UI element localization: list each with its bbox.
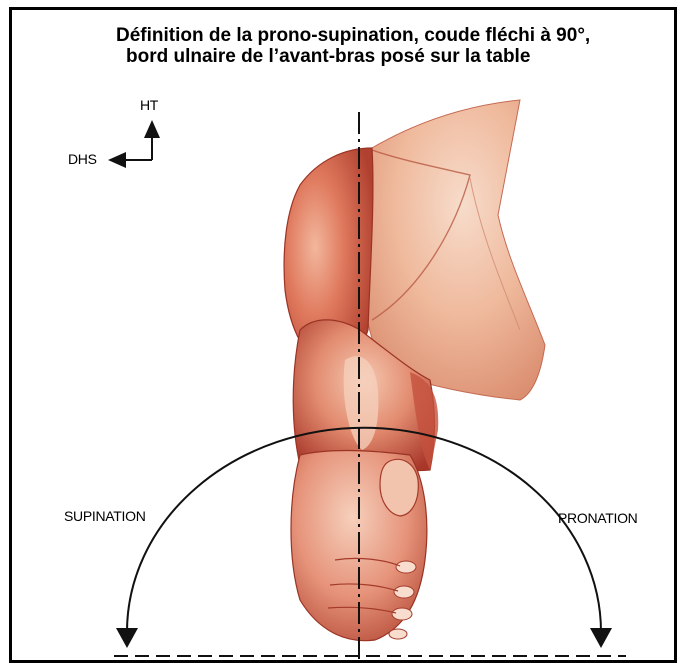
fingernail-1 xyxy=(396,561,416,573)
orientation-left-label: DHS xyxy=(68,151,97,167)
fingernail-3 xyxy=(392,608,412,620)
supination-label: SUPINATION xyxy=(64,508,146,524)
supination-arrowhead xyxy=(116,628,138,648)
fingernail-2 xyxy=(394,586,414,598)
orientation-up-label: HT xyxy=(140,97,158,113)
pronation-arrowhead xyxy=(590,628,612,648)
fingernail-4 xyxy=(389,629,407,639)
pronation-label: PRONATION xyxy=(558,510,638,526)
